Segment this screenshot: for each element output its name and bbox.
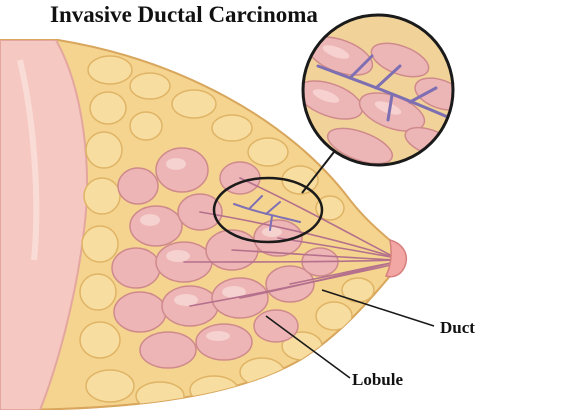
duct-label: Duct (440, 318, 475, 338)
zoom-detail (293, 10, 470, 171)
figure-title: Invasive Ductal Carcinoma (50, 2, 318, 28)
lobule-label: Lobule (352, 370, 403, 390)
